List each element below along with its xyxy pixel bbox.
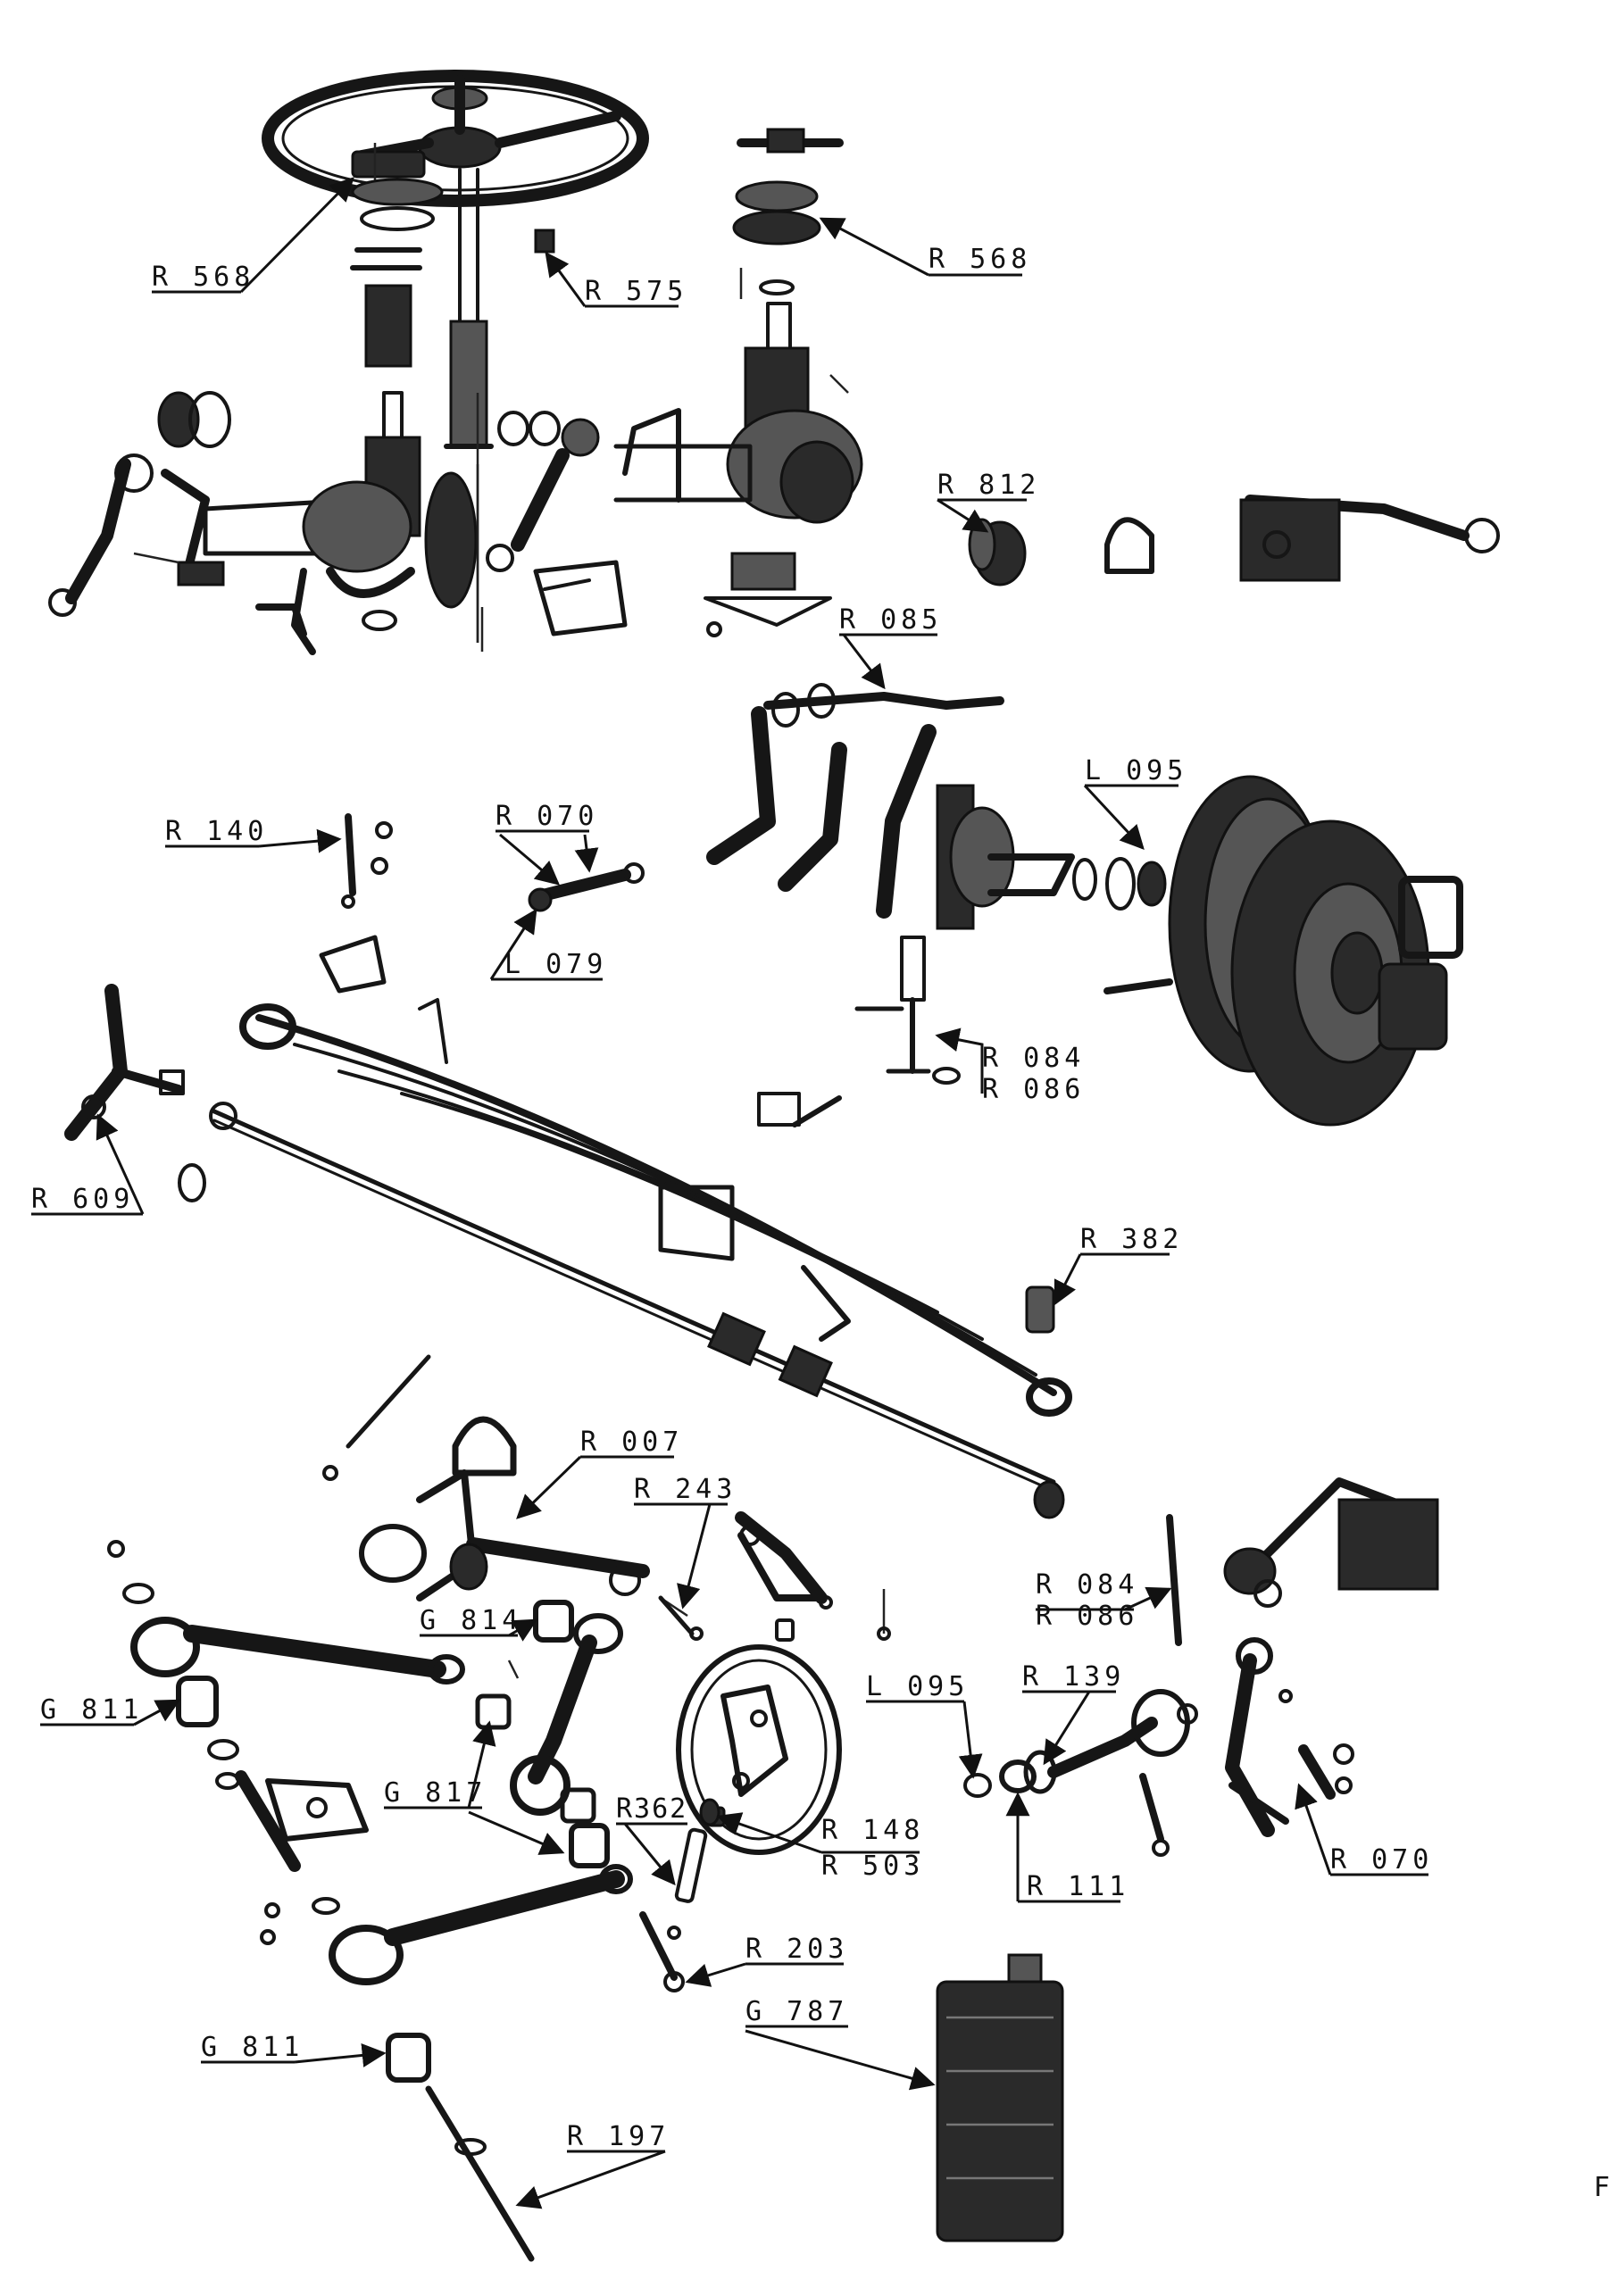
washer xyxy=(207,1739,239,1760)
callout-l095-bottom: L 095 xyxy=(866,1671,969,1702)
arm-r609 xyxy=(64,984,185,1141)
bush-r812 xyxy=(968,518,1027,586)
callout-g811-top: G 811 xyxy=(40,1694,143,1726)
lower-arm-bottom xyxy=(260,1864,633,1985)
leaf-spring xyxy=(239,935,1072,1417)
drop-arm-assembly xyxy=(476,393,628,643)
callout-r568-right: R 568 xyxy=(929,244,1031,275)
callout-g814: G 814 xyxy=(420,1605,522,1636)
callout-r503: R 503 xyxy=(821,1851,924,1882)
stub-spindle xyxy=(963,1689,1198,1857)
arm-r243 xyxy=(658,1525,891,1642)
lower-steering-group xyxy=(322,1354,833,1618)
bush-g811-top xyxy=(176,1676,219,1727)
pin-r362 xyxy=(674,1827,708,1903)
steering-wheel xyxy=(262,70,649,207)
callout-r812: R 812 xyxy=(937,470,1040,501)
track-rod xyxy=(178,1102,1065,1519)
callout-r007: R 007 xyxy=(580,1427,683,1458)
bolt-r203 xyxy=(639,1911,685,1992)
callout-r148: R 148 xyxy=(821,1815,924,1846)
callout-g787: G 787 xyxy=(745,1996,848,2027)
bush-r382 xyxy=(1025,1285,1055,1334)
bush-r148 xyxy=(699,1798,720,1826)
brake-drum xyxy=(1103,775,1463,1127)
clamp-bracket xyxy=(1104,517,1154,574)
kingpin-r084 xyxy=(1166,1514,1182,1646)
rod-r197 xyxy=(425,2085,535,2262)
damper-g787 xyxy=(936,1953,1064,2242)
callout-r568-left: R 568 xyxy=(152,262,254,293)
callout-g811-bottom: G 811 xyxy=(201,2032,304,2063)
steering-arm-g817 xyxy=(475,1613,623,1868)
stub-axle-assembly xyxy=(706,683,1167,1085)
tie-rod-end-r070 xyxy=(528,862,645,912)
callout-l095-top: L 095 xyxy=(1085,755,1187,786)
bush-r575 xyxy=(534,229,555,254)
callout-r111: R 111 xyxy=(1027,1871,1129,1902)
callout-r243: R 243 xyxy=(634,1474,737,1505)
bush-g811-bottom xyxy=(386,2033,431,2083)
callout-r197: R 197 xyxy=(567,2121,670,2152)
callout-r382: R 382 xyxy=(1080,1224,1183,1255)
spring-plate xyxy=(235,1770,369,1872)
callout-r070-top: R 070 xyxy=(496,801,598,832)
callout-r140: R 140 xyxy=(165,816,268,847)
idler-bracket-right xyxy=(1223,1477,1439,1608)
callout-l079: L 079 xyxy=(504,949,607,980)
bolt-r140 xyxy=(341,813,393,909)
callout-r575: R 575 xyxy=(585,276,687,307)
callout-r203: R 203 xyxy=(745,1934,848,1965)
callout-r086-top: R 086 xyxy=(982,1074,1085,1105)
callout-r362: R362 xyxy=(616,1793,687,1825)
callout-r609: R 609 xyxy=(31,1184,134,1215)
steering-box-right xyxy=(613,128,863,637)
steering-arm-r070 xyxy=(1225,1637,1354,1837)
bush-g814 xyxy=(533,1600,574,1643)
callout-labels: R 568 R 575 R 568 R 812 R 085 L 095 R 14… xyxy=(31,244,1433,2152)
lower-arm-top xyxy=(107,1540,465,1685)
callout-g817: G 817 xyxy=(384,1777,487,1809)
callout-r070-bottom: R 070 xyxy=(1330,1844,1433,1876)
callout-r086-mid: R 086 xyxy=(1036,1601,1138,1632)
idler-arm-top xyxy=(1239,495,1500,582)
callout-r085: R 085 xyxy=(839,604,942,636)
edge-mark: F xyxy=(1594,2172,1610,2203)
callout-r139: R 139 xyxy=(1022,1661,1125,1693)
callout-r084-mid: R 084 xyxy=(1036,1569,1138,1601)
callout-r084-top: R 084 xyxy=(982,1043,1085,1074)
steering-box-left xyxy=(48,143,484,655)
callout-leaders xyxy=(31,177,1428,2209)
